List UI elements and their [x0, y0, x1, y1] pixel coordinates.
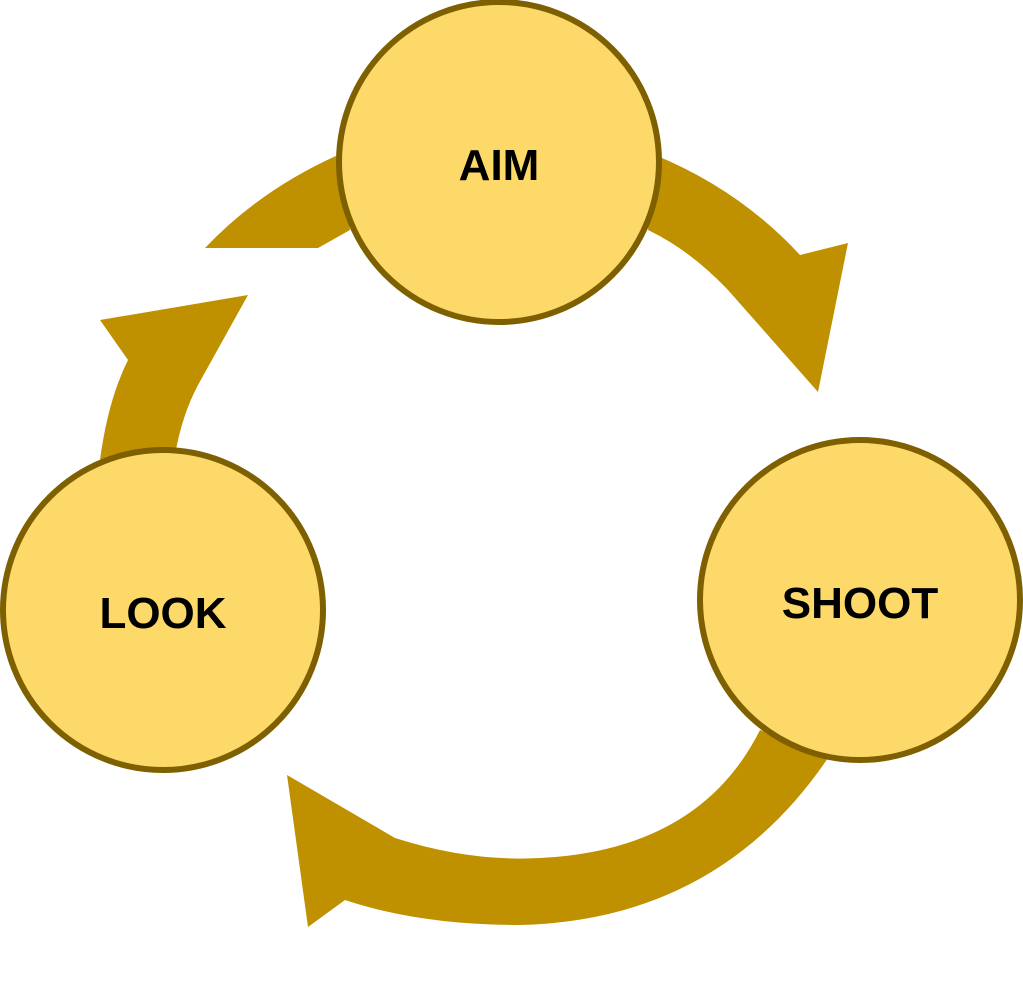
arrow-shoot-to-look: [287, 730, 830, 927]
node-aim-label: AIM: [459, 141, 540, 190]
node-shoot-label: SHOOT: [782, 579, 939, 628]
node-look-label: LOOK: [99, 589, 226, 638]
node-look: LOOK: [0, 447, 326, 773]
arrow-aim-to-shoot: [648, 155, 848, 392]
node-aim: AIM: [336, 0, 662, 325]
node-shoot: SHOOT: [697, 437, 1023, 763]
arrow-look-to-aim: [100, 295, 248, 460]
arrow-look-to-aim-tail: [205, 155, 350, 248]
